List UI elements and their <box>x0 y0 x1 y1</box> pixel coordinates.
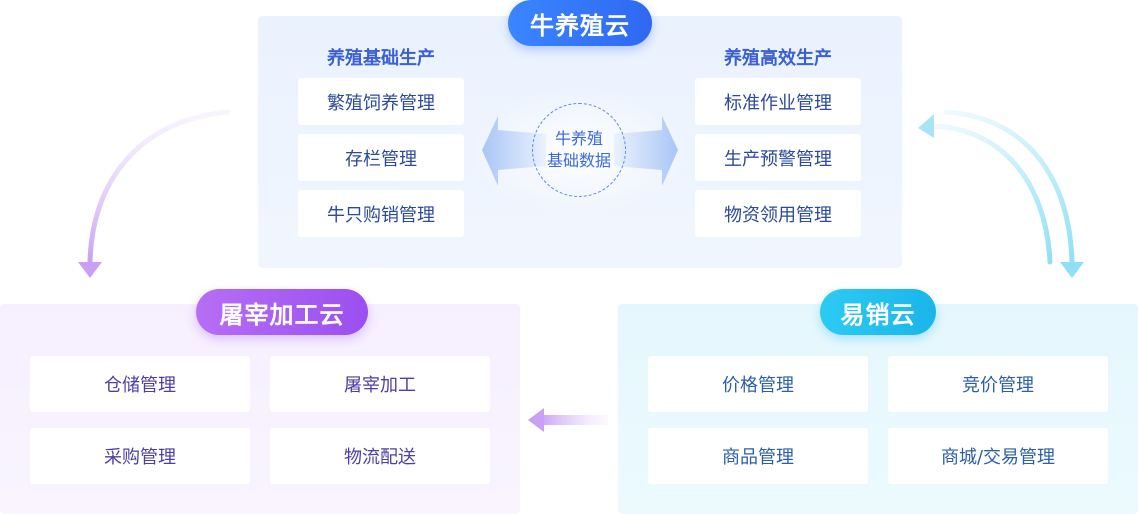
module-mall-trade: 商城/交易管理 <box>888 428 1108 484</box>
cattle-cloud-title: 牛养殖云 <box>508 0 652 46</box>
module-price: 价格管理 <box>648 356 868 412</box>
arrow-sales-to-slaughter-head <box>528 408 544 432</box>
module-procurement: 采购管理 <box>30 428 250 484</box>
arrow-top-to-sales <box>943 109 1075 265</box>
module-material-requisition: 物资领用管理 <box>695 190 861 237</box>
slaughter-cloud-title: 屠宰加工云 <box>196 289 368 335</box>
sales-cloud-title: 易销云 <box>820 289 936 335</box>
arrow-sales-to-top-head <box>918 114 934 138</box>
module-warehouse: 仓储管理 <box>30 356 250 412</box>
arrow-sales-to-slaughter <box>540 415 608 425</box>
module-product: 商品管理 <box>648 428 868 484</box>
core-right-arrow <box>614 116 678 186</box>
arrow-top-to-slaughter <box>87 109 231 265</box>
arrow-top-to-slaughter-head <box>78 262 102 278</box>
core-label-line1: 牛养殖 <box>554 129 603 148</box>
arrow-top-to-sales-head <box>1060 262 1084 278</box>
core-label-line2: 基础数据 <box>546 151 611 170</box>
module-slaughter-processing: 屠宰加工 <box>270 356 490 412</box>
module-production-warning: 生产预警管理 <box>695 134 861 181</box>
core-left-arrow <box>482 116 546 186</box>
module-breeding-feeding: 繁殖饲养管理 <box>298 78 464 125</box>
module-inventory: 存栏管理 <box>298 134 464 181</box>
module-standard-operation: 标准作业管理 <box>695 78 861 125</box>
module-logistics: 物流配送 <box>270 428 490 484</box>
efficient-production-title: 养殖高效生产 <box>724 48 832 69</box>
module-cattle-trade: 牛只购销管理 <box>298 190 464 237</box>
module-bidding: 竞价管理 <box>888 356 1108 412</box>
basic-production-title: 养殖基础生产 <box>327 48 435 69</box>
core-data-circle: 牛养殖 基础数据 <box>532 103 626 197</box>
arrow-sales-to-top <box>929 123 1053 265</box>
